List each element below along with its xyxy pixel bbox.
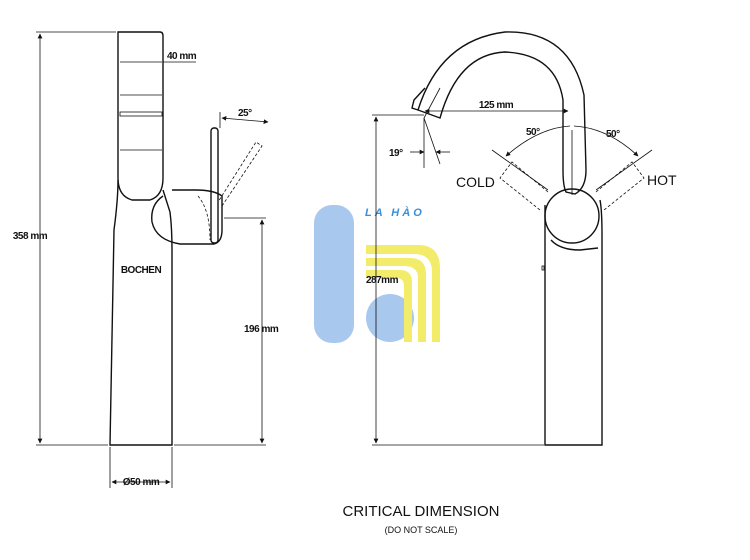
- side-lever-ball: [544, 188, 600, 244]
- side-body: [544, 199, 603, 446]
- watermark-blue-bar: [314, 205, 354, 343]
- front-lever-handle: [210, 127, 219, 244]
- dim-hot-angle-label: 50°: [606, 129, 620, 140]
- dim-reach-label: 125 mm: [479, 100, 514, 111]
- watermark-yellow-arches: [366, 245, 440, 342]
- label-hot: HOT: [647, 172, 677, 188]
- watermark-logo: LA HÀO: [314, 205, 440, 343]
- cold-handle-outline: [499, 161, 549, 211]
- dim-height-label: 358 mm: [13, 231, 48, 242]
- side-view: 50° 50° COLD HOT 125 mm 287mm 19°: [366, 31, 677, 446]
- front-body-marking: BOCHEN: [121, 265, 162, 276]
- dim-angle-label: 25°: [238, 108, 252, 119]
- watermark-text: LA HÀO: [365, 206, 425, 219]
- front-faucet-body: [117, 31, 164, 201]
- dim-spout-height-label: 287mm: [366, 275, 399, 286]
- dim-base-label: Ø50 mm: [123, 477, 160, 488]
- front-faucet-column: [109, 179, 173, 446]
- label-cold: COLD: [456, 174, 495, 190]
- footer-subtitle: (DO NOT SCALE): [385, 525, 458, 535]
- hot-handle-outline: [595, 161, 645, 211]
- footer-title: CRITICAL DIMENSION: [343, 503, 500, 520]
- side-spout: [417, 31, 587, 195]
- dim-spout-angle-label: 19°: [389, 148, 403, 159]
- front-view: BOCHEN 358 mm 40 mm 25° 196 mm Ø50 mm: [13, 31, 279, 488]
- front-lever-hub: [151, 189, 223, 245]
- dim-top-label: 40 mm: [167, 51, 197, 62]
- dim-cold-angle-label: 50°: [526, 127, 540, 138]
- dim-lever-height-label: 196 mm: [244, 324, 279, 335]
